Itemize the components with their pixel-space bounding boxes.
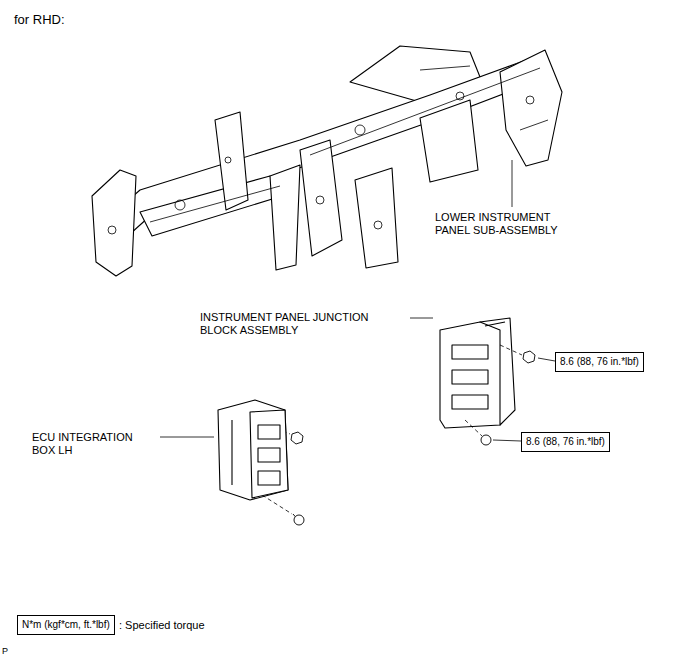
part-name: INSTRUMENT PANEL JUNCTION BLOCK ASSEMBLY — [200, 311, 400, 337]
left-bracket — [92, 170, 136, 276]
nut — [291, 432, 303, 444]
heading: for RHD: — [14, 12, 65, 28]
part-name: LOWER INSTRUMENT PANEL SUB-ASSEMBLY — [435, 211, 575, 237]
junction-block — [440, 318, 515, 428]
left-stay — [215, 112, 248, 210]
legend-text: : Specified torque — [119, 618, 205, 632]
box-text: 8.6 (88, 76 in.*lbf) — [560, 356, 639, 368]
lower-stay — [270, 165, 300, 270]
center-stay — [300, 140, 342, 256]
right-bracket — [500, 50, 562, 166]
bolt — [294, 515, 304, 525]
column-bracket — [420, 100, 478, 182]
nut — [523, 351, 535, 363]
torque-box: 8.6 (88, 76 in.*lbf) — [555, 352, 644, 372]
box-text: 8.6 (88, 76 in.*lbf) — [526, 436, 605, 448]
center-bracket — [355, 168, 398, 268]
legend-sample-box: N*m (kgf*cm, ft.*lbf) — [17, 615, 115, 635]
box-text: N*m (kgf*cm, ft.*lbf) — [22, 619, 110, 631]
page-mark: P — [2, 645, 8, 657]
leader-line — [512, 160, 513, 207]
bolt — [481, 435, 491, 445]
left-member — [140, 176, 282, 236]
part-name: ECU INTEGRATION BOX LH — [32, 431, 157, 457]
ecu-box — [218, 400, 288, 500]
torque-box: 8.6 (88, 76 in.*lbf) — [521, 432, 610, 452]
